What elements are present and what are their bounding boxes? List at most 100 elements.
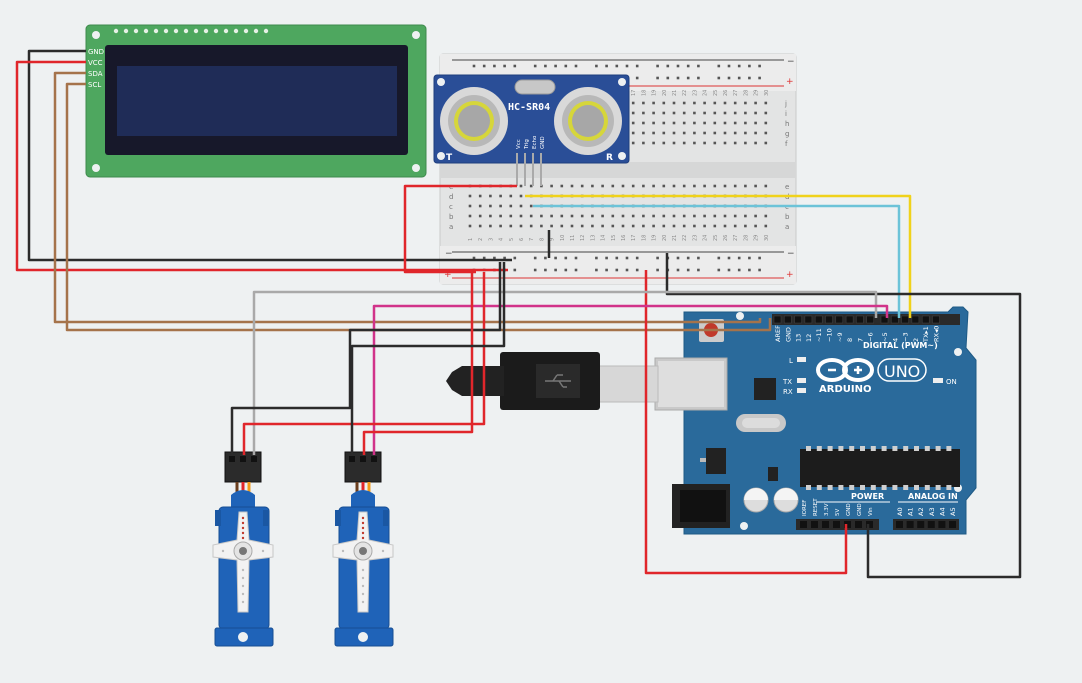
column-number: 30 <box>764 90 770 96</box>
column-number: 23 <box>692 90 698 96</box>
power-pin-label: Vin <box>868 507 874 516</box>
column-number: 6 <box>519 238 525 241</box>
wire-sensor-trig[interactable] <box>525 194 912 318</box>
row-letter: a <box>785 223 789 231</box>
digital-label: DIGITAL (PWM~) <box>863 341 938 350</box>
row-letter: j <box>784 100 787 108</box>
column-number: 25 <box>713 235 719 241</box>
led-rx-label: RX <box>783 388 793 396</box>
column-number: 28 <box>743 90 749 96</box>
row-letter: f <box>785 140 788 148</box>
led-l <box>797 357 806 362</box>
digital-pin-label: 7 <box>856 338 864 342</box>
row-letter: b <box>785 213 790 221</box>
chip-pins <box>806 446 952 490</box>
column-number: 19 <box>652 90 658 96</box>
sensor-pin-gnd: GND <box>540 136 546 149</box>
power-header[interactable] <box>800 521 873 528</box>
digital-pin-label: GND <box>784 327 792 342</box>
digital-pin-label: ~10 <box>826 328 834 342</box>
column-number: 1 <box>468 238 474 241</box>
arduino-model: UNO <box>884 362 920 381</box>
rail-minus-top: − <box>787 57 795 67</box>
column-number: 30 <box>764 235 770 241</box>
arduino-logo-icon <box>816 358 874 382</box>
column-number: 18 <box>641 90 647 96</box>
digital-pin-label: 2 <box>912 338 920 342</box>
analog-pin-label: A4 <box>938 507 946 516</box>
sensor-t-mark: T <box>446 153 453 163</box>
column-number: 26 <box>723 90 729 96</box>
column-number: 23 <box>692 235 698 241</box>
column-number: 4 <box>499 238 505 241</box>
analog-pin-label: A5 <box>949 507 957 516</box>
wire-arduino-gnd[interactable] <box>665 253 1022 579</box>
digital-pin-label: AREF <box>774 325 782 342</box>
column-number: 28 <box>743 235 749 241</box>
ultrasonic-sensor[interactable]: HC-SR04 T R Vcc Trig Echo GND <box>433 74 630 186</box>
digital-pin-label: ~3 <box>902 332 910 342</box>
led-tx <box>797 378 806 383</box>
wire-servo2-gnd[interactable] <box>350 262 506 455</box>
column-number: 24 <box>703 235 709 241</box>
usb-cable <box>446 352 659 410</box>
arduino-brand: ARDUINO <box>819 384 871 395</box>
rail-minus-bottom-left: − <box>445 249 453 259</box>
digital-pin-label: TX▸1 <box>922 326 930 343</box>
microcontroller-chip <box>800 449 960 487</box>
column-number: 9 <box>550 238 556 241</box>
digital-pin-label: 12 <box>805 334 813 342</box>
rail-plus-bottom-left: + <box>444 270 452 280</box>
lcd-top-pads <box>113 28 269 34</box>
sensor-pin-legs <box>516 153 542 186</box>
led-l-label: L <box>789 357 793 365</box>
servo-motor-2[interactable] <box>332 451 394 647</box>
analog-header[interactable] <box>896 521 956 528</box>
column-number: 8 <box>539 238 545 241</box>
row-letter: c <box>449 203 453 211</box>
wire-lcd-vcc[interactable] <box>15 60 508 272</box>
column-number: 20 <box>662 90 668 96</box>
analog-pin-label: A2 <box>917 507 925 516</box>
wires <box>15 49 1022 579</box>
digital-pin-label: ~9 <box>836 332 844 342</box>
column-number: 15 <box>611 235 617 241</box>
column-number: 3 <box>488 238 494 241</box>
led-on <box>933 378 943 383</box>
column-number: 11 <box>570 235 576 241</box>
digital-pin-label: ~5 <box>881 332 889 342</box>
wire-sensor-echo[interactable] <box>533 204 901 318</box>
power-pin-label: 3.3V <box>824 503 830 516</box>
wire-servo2-signal[interactable] <box>372 304 889 455</box>
servo-motor-1[interactable] <box>212 451 274 647</box>
column-number: 19 <box>652 235 658 241</box>
analog-pin-label: A0 <box>896 507 904 516</box>
column-number: 29 <box>754 235 760 241</box>
power-pin-label: GND <box>846 503 852 516</box>
column-number: 21 <box>672 90 678 96</box>
wire-sensor-vcc[interactable] <box>403 184 517 274</box>
digital-header[interactable] <box>773 315 940 324</box>
column-number: 26 <box>723 235 729 241</box>
wire-servo2-power[interactable] <box>362 272 474 455</box>
lcd-display[interactable]: GND VCC SDA SCL <box>85 24 427 178</box>
column-number: 25 <box>713 90 719 96</box>
lcd-pin-gnd: GND <box>88 48 104 56</box>
wire-lcd-sda[interactable] <box>53 71 762 324</box>
column-number: 24 <box>703 90 709 96</box>
digital-pin-label: 13 <box>795 334 803 342</box>
column-number: 12 <box>580 235 586 241</box>
wire-arduino-5v[interactable] <box>644 270 848 575</box>
analog-label: ANALOG IN <box>908 492 958 501</box>
receiver-icon <box>554 87 622 155</box>
wire-servo1-power[interactable] <box>242 272 486 455</box>
power-label: POWER <box>851 492 884 501</box>
rail-minus-bottom: − <box>787 249 795 259</box>
wire-lcd-gnd[interactable] <box>27 49 512 262</box>
wire-lcd-scl[interactable] <box>65 82 772 332</box>
column-number: 17 <box>631 90 637 96</box>
wire-servo1-gnd[interactable] <box>230 262 502 455</box>
